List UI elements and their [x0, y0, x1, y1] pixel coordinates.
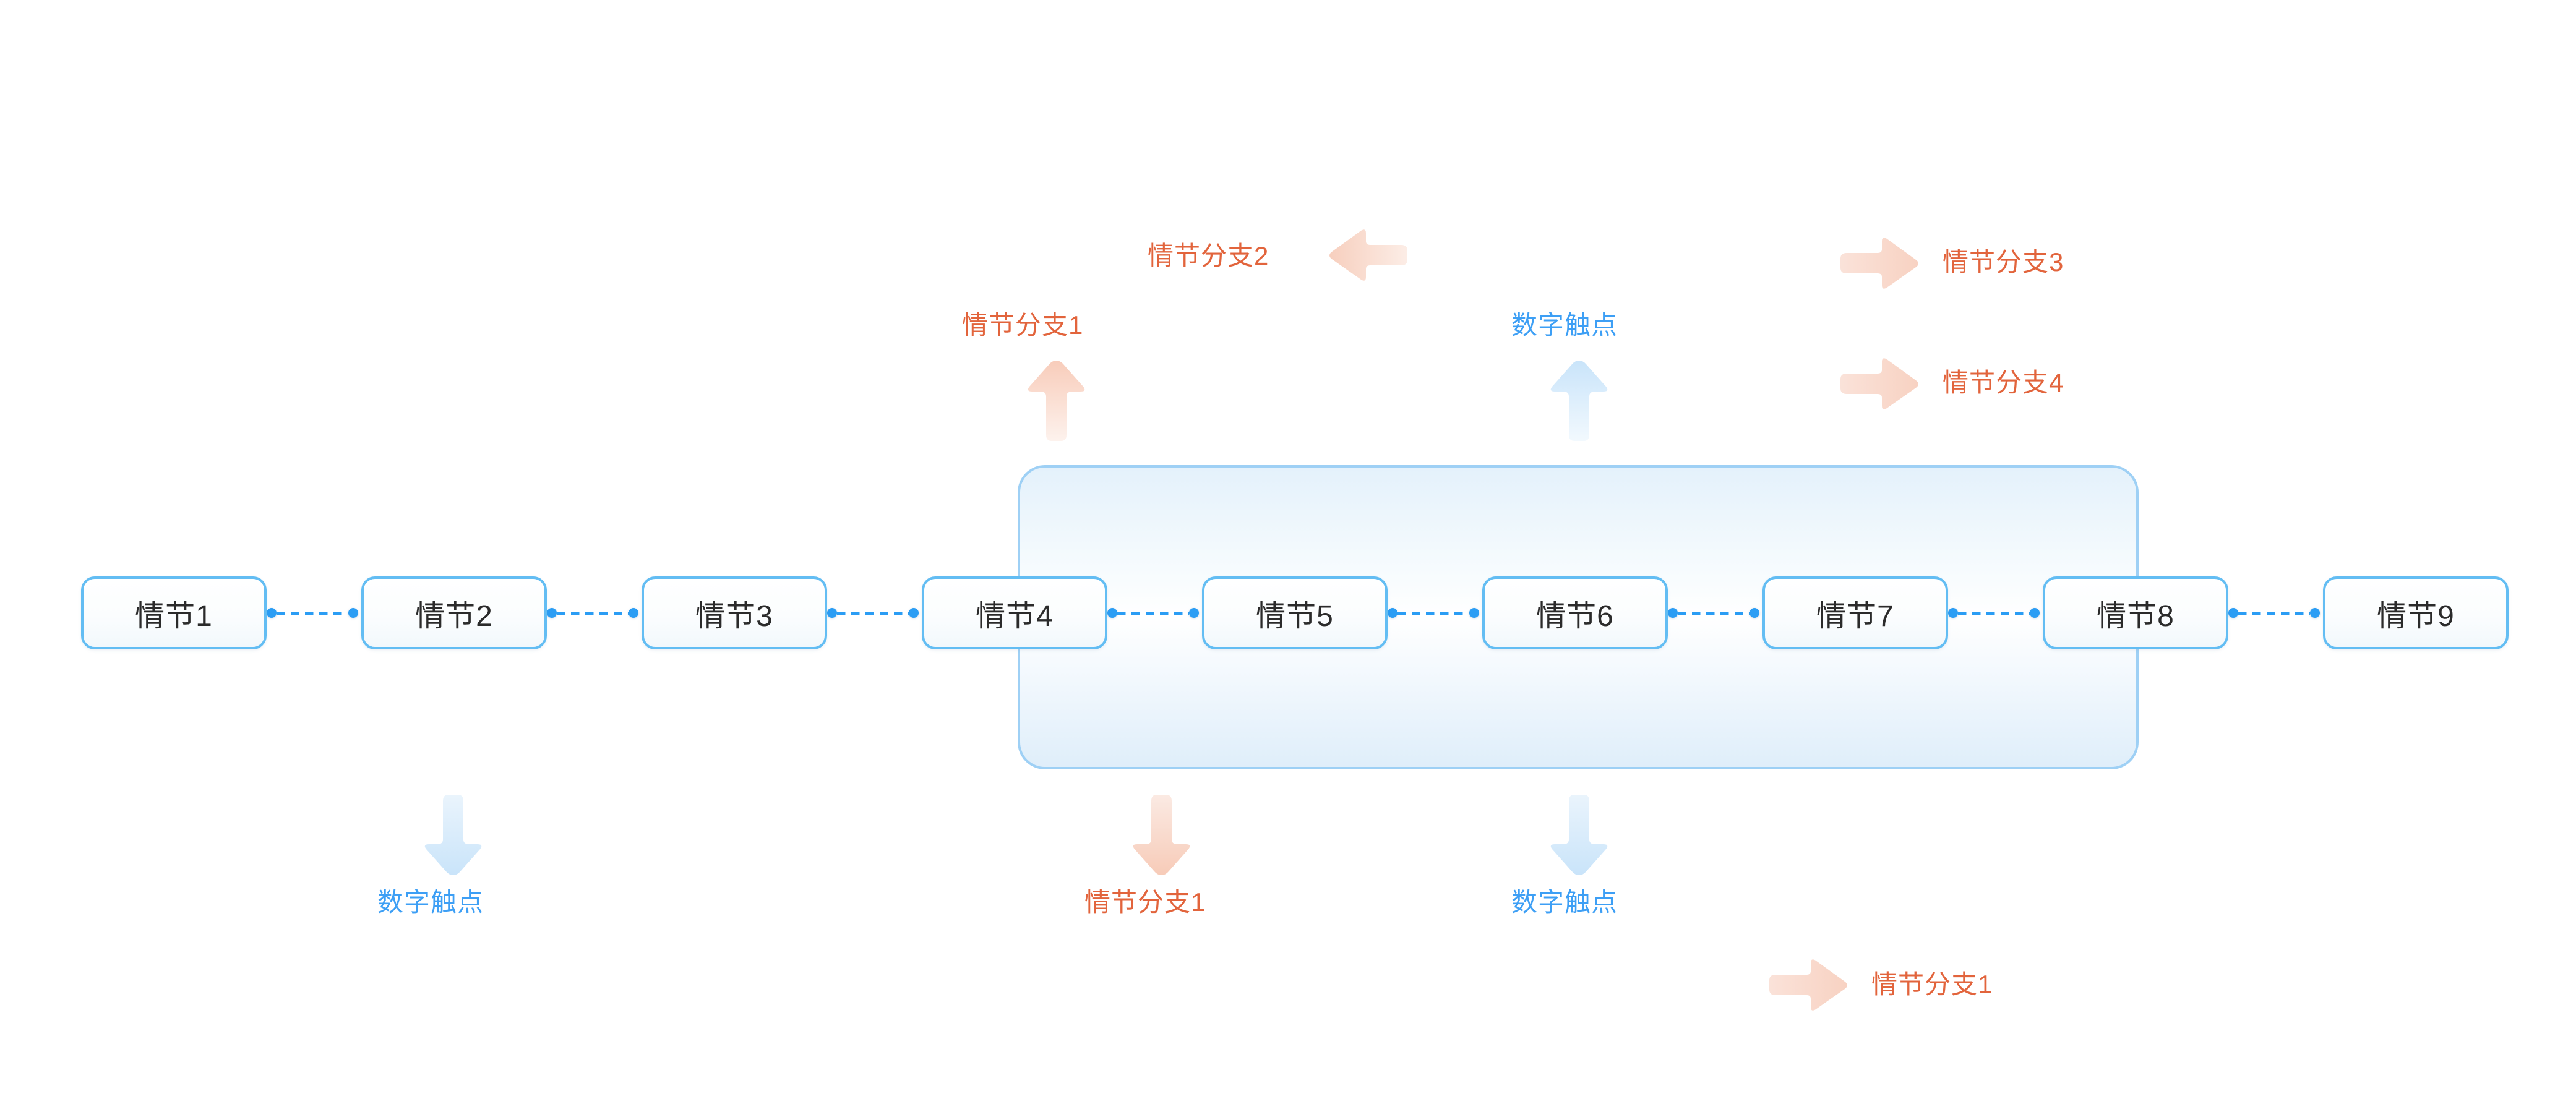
- plot-node-2[interactable]: 情节2: [361, 576, 547, 649]
- connector-line: [1678, 611, 1750, 615]
- plot-node-label: 情节4: [976, 600, 1054, 633]
- connector-line: [837, 611, 909, 615]
- connector-dot-start: [2228, 608, 2238, 618]
- arrow-up-icon: [1027, 361, 1086, 441]
- annotation-branch1-bottom-label: 情节分支1: [1084, 888, 1206, 917]
- connector-dot-start: [1948, 608, 1958, 618]
- annotation-branch4-label: 情节分支4: [1943, 368, 2064, 397]
- arrow-right-icon: [1840, 234, 1921, 293]
- connector-dot-end: [1750, 608, 1759, 618]
- connector-dot-start: [1668, 608, 1678, 618]
- plot-node-5[interactable]: 情节5: [1202, 576, 1388, 649]
- plot-node-label: 情节9: [2377, 600, 2455, 633]
- arrow-down-icon: [1550, 795, 1608, 875]
- connector-7-8: [1948, 608, 2040, 618]
- connector-3-4: [827, 608, 919, 618]
- plot-node-6[interactable]: 情节6: [1482, 576, 1668, 649]
- connector-dot-start: [547, 608, 557, 618]
- arrow-right-icon: [1840, 354, 1921, 413]
- plot-node-7[interactable]: 情节7: [1762, 576, 1948, 649]
- arrow-up-icon: [1550, 361, 1608, 441]
- plot-node-label: 情节7: [1816, 600, 1894, 633]
- plot-node-label: 情节5: [1256, 600, 1334, 633]
- plot-node-label: 情节6: [1536, 600, 1614, 633]
- connector-1-2: [267, 608, 358, 618]
- plot-node-1[interactable]: 情节1: [81, 576, 267, 649]
- connector-8-9: [2228, 608, 2320, 618]
- plot-node-9[interactable]: 情节9: [2323, 576, 2509, 649]
- arrow-right-icon: [1769, 956, 1850, 1014]
- annotation-touchpoint-top-label: 数字触点: [1511, 310, 1618, 340]
- connector-dot-end: [2310, 608, 2320, 618]
- connector-2-3: [547, 608, 638, 618]
- connector-line: [1397, 611, 1469, 615]
- connector-6-7: [1668, 608, 1759, 618]
- plot-node-3[interactable]: 情节3: [642, 576, 827, 649]
- connector-5-6: [1388, 608, 1479, 618]
- annotation-branch1-top-label: 情节分支1: [962, 310, 1084, 340]
- plot-node-label: 情节1: [135, 600, 213, 633]
- plot-node-label: 情节8: [2097, 600, 2175, 633]
- connector-dot-start: [267, 608, 277, 618]
- connector-line: [1958, 611, 2030, 615]
- connector-line: [1117, 611, 1189, 615]
- connector-dot-start: [827, 608, 837, 618]
- connector-dot-start: [1107, 608, 1117, 618]
- plot-node-label: 情节2: [415, 600, 493, 633]
- annotation-branch3-label: 情节分支3: [1943, 247, 2064, 276]
- annotation-touchpoint-bottom-mid-label: 数字触点: [1511, 888, 1618, 917]
- connector-4-5: [1107, 608, 1199, 618]
- plot-node-8[interactable]: 情节8: [2043, 576, 2228, 649]
- arrow-down-icon: [424, 795, 483, 875]
- connector-dot-end: [1189, 608, 1199, 618]
- connector-line: [557, 611, 629, 615]
- connector-dot-end: [909, 608, 919, 618]
- connector-dot-end: [348, 608, 358, 618]
- arrow-down-icon: [1132, 795, 1191, 875]
- connector-dot-end: [2030, 608, 2040, 618]
- connector-line: [277, 611, 348, 615]
- plot-node-label: 情节3: [695, 600, 773, 633]
- connector-dot-start: [1388, 608, 1397, 618]
- annotation-branch2-label: 情节分支2: [1148, 241, 1269, 270]
- connector-line: [2238, 611, 2310, 615]
- connector-dot-end: [629, 608, 638, 618]
- annotation-touchpoint-bottom-left-label: 数字触点: [377, 888, 484, 917]
- arrow-left-icon: [1327, 226, 1407, 285]
- connector-dot-end: [1469, 608, 1479, 618]
- plot-node-4[interactable]: 情节4: [922, 576, 1107, 649]
- annotation-branch1-bottom-right-label: 情节分支1: [1871, 970, 1993, 999]
